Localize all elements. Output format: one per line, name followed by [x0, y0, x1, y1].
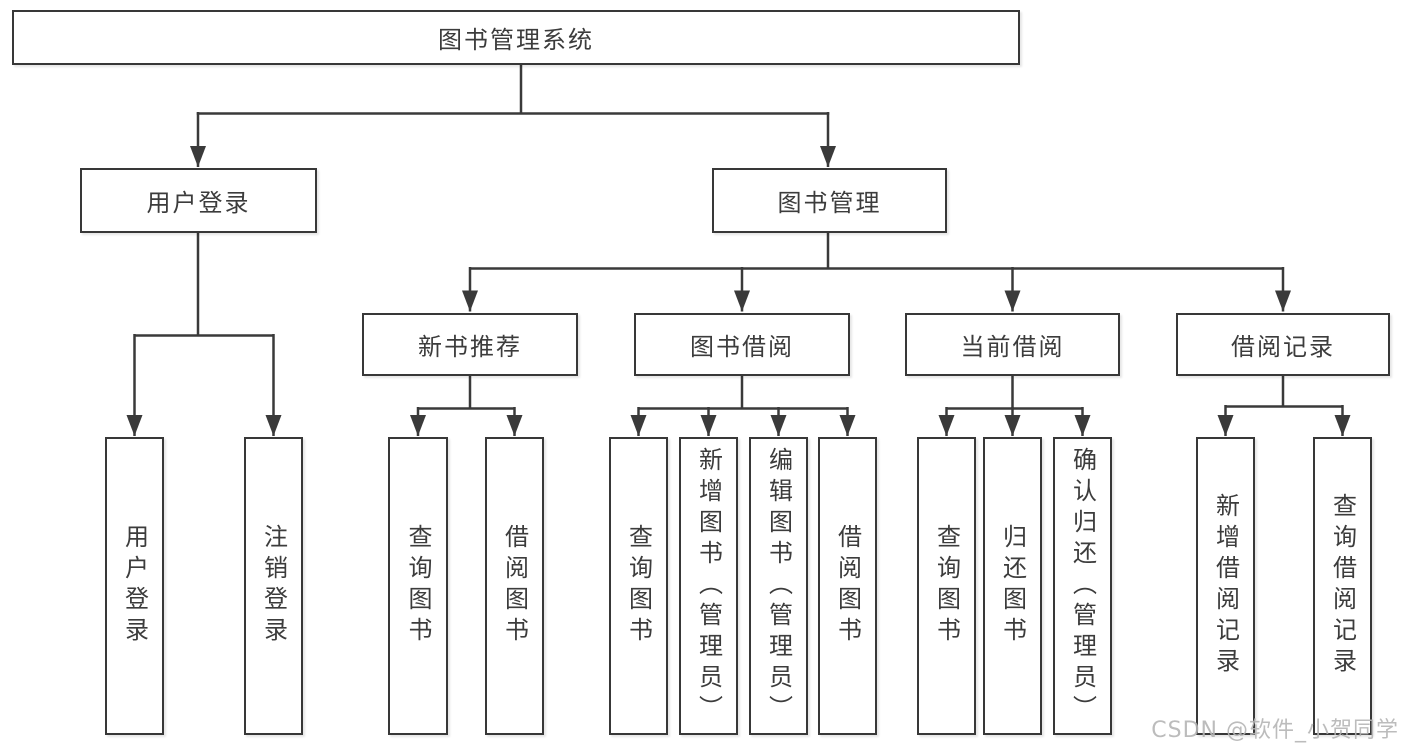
node-label: 借阅图书 — [500, 524, 529, 648]
leaf-confirm-return-admin: 确认归还（管理员） — [1053, 437, 1112, 735]
csdn-watermark: CSDN @软件_小贺同学 — [1151, 718, 1399, 743]
node-label: 用户登录 — [146, 189, 251, 217]
leaf-add-borrow-record: 新增借阅记录 — [1196, 437, 1255, 735]
connector-current-borrow — [946, 376, 1083, 410]
node-label: 编辑图书（管理员） — [764, 446, 793, 726]
node-root: 图书管理系统 — [12, 10, 1020, 65]
leaf-query-borrow-record: 查询借阅记录 — [1313, 437, 1372, 735]
connector-user-login — [134, 233, 274, 337]
node-label: 确认归还（管理员） — [1068, 446, 1097, 726]
leaf-logout: 注销登录 — [244, 437, 303, 735]
leaf-user-login: 用户登录 — [105, 437, 164, 735]
connector-root — [196, 65, 830, 115]
leaf-edit-book-admin: 编辑图书（管理员） — [749, 437, 808, 735]
leaf-borrow-books-2: 借阅图书 — [818, 437, 877, 735]
node-user-login: 用户登录 — [80, 168, 317, 233]
node-book-management: 图书管理 — [712, 168, 947, 233]
node-label: 注销登录 — [259, 524, 288, 648]
node-label: 查询图书 — [624, 524, 653, 648]
node-label: 查询图书 — [932, 524, 961, 648]
node-label: 查询图书 — [404, 524, 432, 648]
node-label: 图书借阅 — [690, 333, 794, 361]
node-book-borrow: 图书借阅 — [634, 313, 850, 376]
node-current-borrow: 当前借阅 — [905, 313, 1120, 376]
connector-book-borrow — [638, 376, 848, 410]
leaf-add-book-admin: 新增图书（管理员） — [679, 437, 738, 735]
node-label: 新增图书（管理员） — [694, 446, 723, 726]
connector-new-book — [418, 376, 515, 410]
node-label: 新书推荐 — [418, 333, 522, 361]
node-label: 用户登录 — [120, 524, 149, 648]
node-label: 当前借阅 — [960, 333, 1065, 361]
node-label: 借阅记录 — [1231, 333, 1335, 361]
connector-borrow-records — [1225, 376, 1343, 408]
node-borrow-records: 借阅记录 — [1176, 313, 1390, 376]
leaf-query-books-3: 查询图书 — [917, 437, 976, 735]
node-new-book-recommend: 新书推荐 — [362, 313, 578, 376]
node-label: 借阅图书 — [833, 524, 862, 648]
node-label: 图书管理 — [777, 189, 882, 217]
leaf-query-books-1: 查询图书 — [388, 437, 448, 735]
leaf-query-books-2: 查询图书 — [609, 437, 668, 735]
node-label: 查询借阅记录 — [1328, 493, 1357, 679]
node-label: 新增借阅记录 — [1211, 493, 1240, 679]
leaf-return-books: 归还图书 — [983, 437, 1042, 735]
node-label: 归还图书 — [998, 524, 1027, 648]
connector-book-management — [470, 233, 1283, 270]
node-label: 图书管理系统 — [438, 26, 594, 54]
leaf-borrow-books-1: 借阅图书 — [485, 437, 544, 735]
